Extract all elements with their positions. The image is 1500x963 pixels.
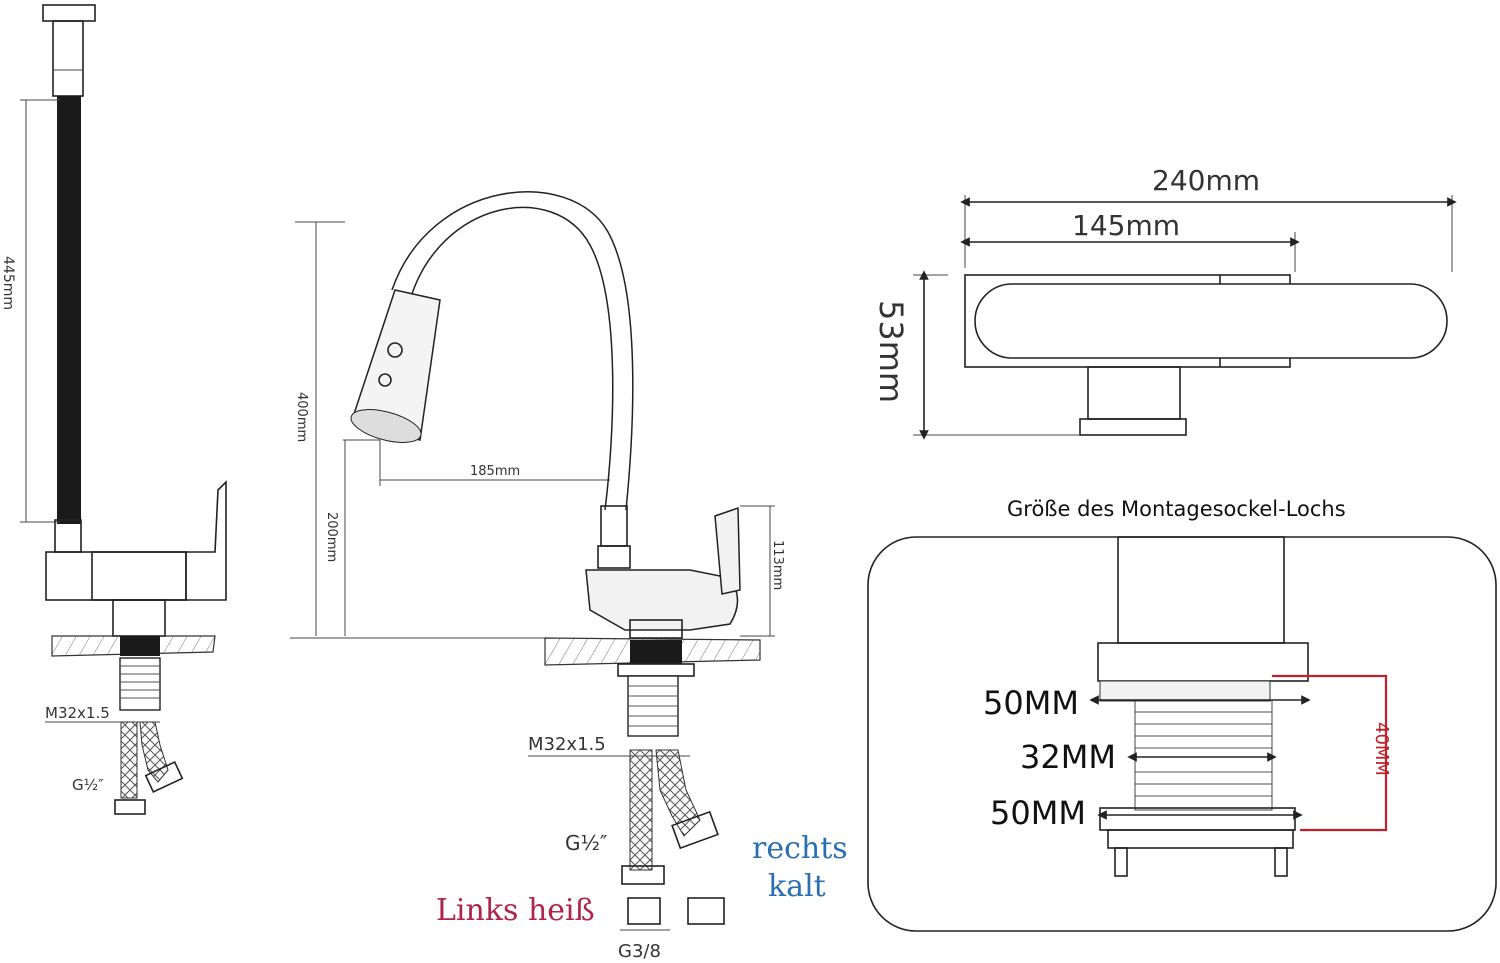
height-total-label: 400mm <box>294 392 309 442</box>
overall-width-label: 240mm <box>1152 164 1260 197</box>
dim-side-label: 40MM <box>1371 722 1392 776</box>
left-hose-length-label: 445mm <box>0 256 16 310</box>
top-view-dimensions: 240mm 145mm 53mm <box>872 164 1457 440</box>
left-thread-label: M32x1.5 <box>45 704 110 722</box>
reach-label: 185mm <box>470 464 520 479</box>
height-spout-label: 200mm <box>324 512 339 562</box>
hot-side-label: Links heiß <box>436 893 595 928</box>
left-side-view: 445mm M32x1.5 G½″ <box>0 4 227 815</box>
middle-connector-label: G½″ <box>565 831 607 855</box>
dim-top-label: 50MM <box>983 684 1079 722</box>
dim-bottom-label: 50MM <box>990 794 1086 832</box>
cold-side-label-line1: rechts <box>752 831 848 866</box>
left-connector-label: G½″ <box>72 776 104 794</box>
mount-panel-title: Größe des Montagesockel-Lochs <box>1007 497 1346 521</box>
adapter-label: G3/8 <box>618 941 661 962</box>
mounting-hole-panel: Größe des Montagesockel-Lochs 50MM 32MM … <box>867 497 1497 932</box>
height-label: 53mm <box>872 300 910 403</box>
cold-side-label-line2: kalt <box>768 869 826 904</box>
middle-faucet-view: 400mm 200mm 185mm 113mm <box>290 191 848 962</box>
middle-thread-label: M32x1.5 <box>528 734 606 755</box>
dim-mid-label: 32MM <box>1020 738 1116 776</box>
inner-width-label: 145mm <box>1072 209 1180 242</box>
base-height-label: 113mm <box>770 540 785 590</box>
